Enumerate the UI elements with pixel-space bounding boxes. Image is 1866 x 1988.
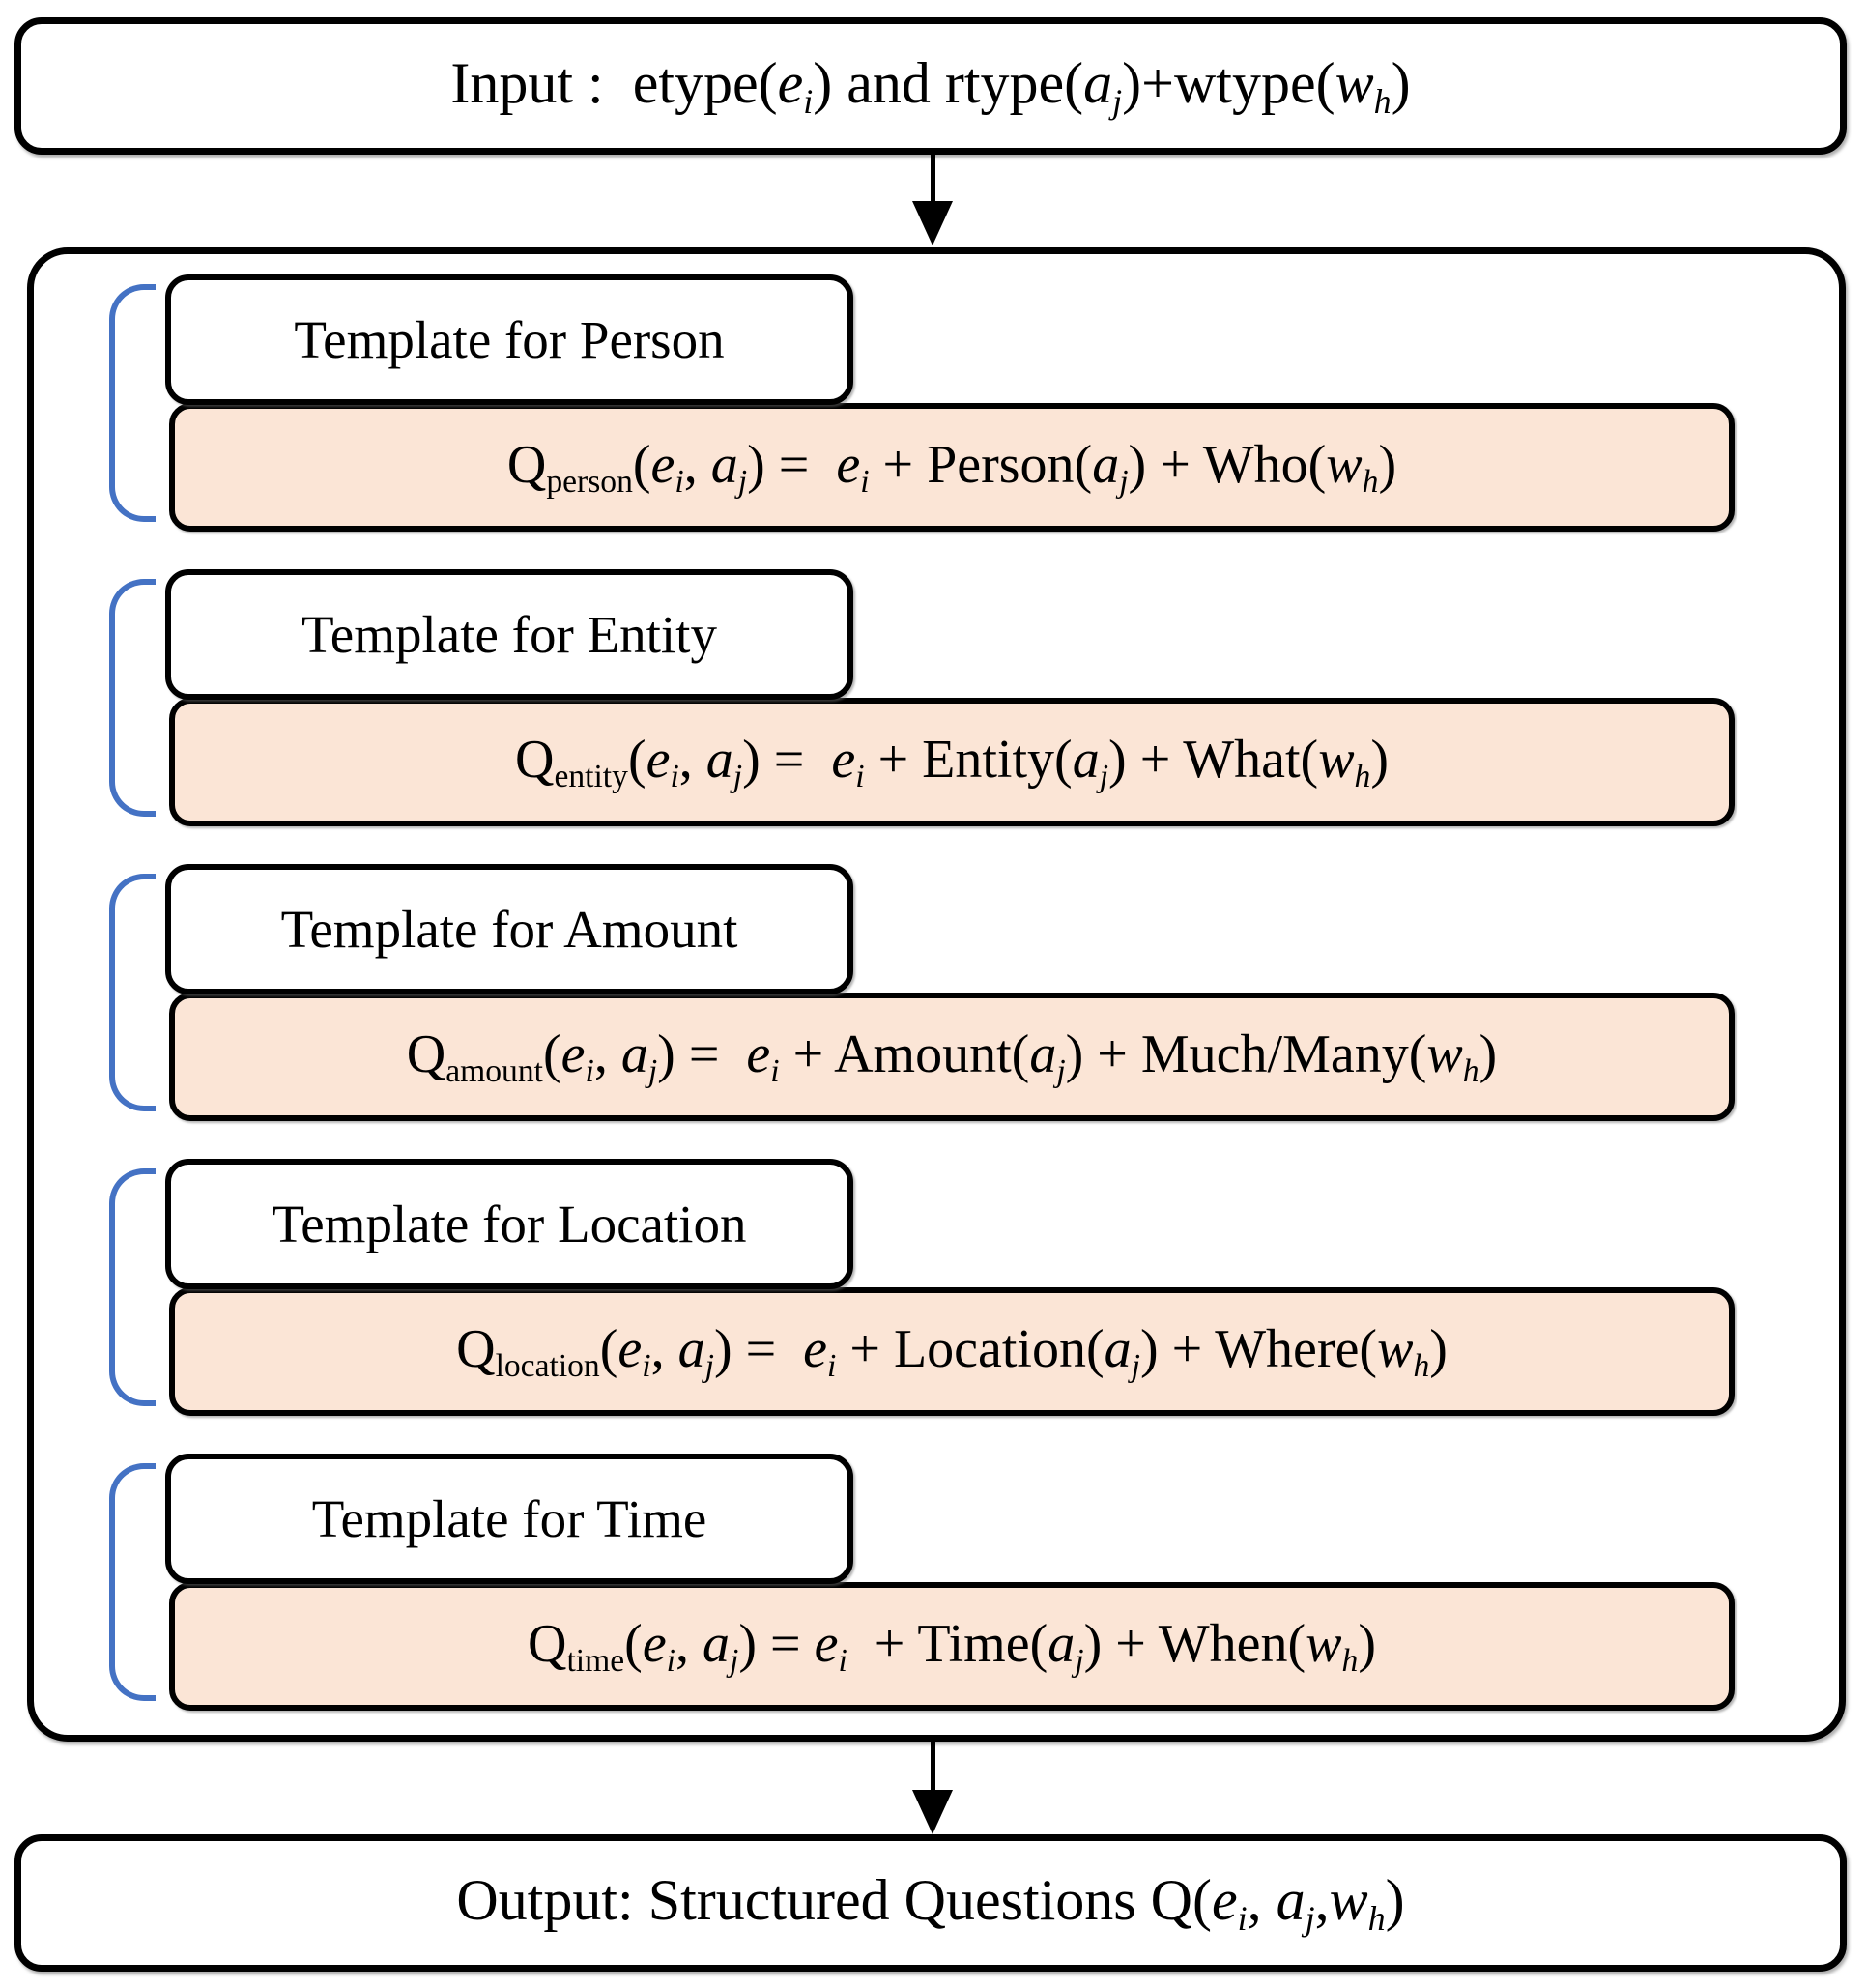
formula-text: Qlocation(ei, aj) = ei + Location(aj) + … bbox=[456, 1318, 1448, 1385]
template-label: Template for Amount bbox=[280, 900, 738, 959]
template-label-box: Template for Amount bbox=[165, 864, 853, 994]
formula-box: Qlocation(ei, aj) = ei + Location(aj) + … bbox=[169, 1287, 1735, 1416]
formula-box: Qperson(ei, aj) = ei + Person(aj) + Who(… bbox=[169, 403, 1735, 532]
grouping-bracket-icon bbox=[109, 1463, 156, 1701]
template-pair-entity: Template for Entity Qentity(ei, aj) = ei… bbox=[34, 569, 1839, 826]
template-label-box: Template for Location bbox=[165, 1159, 853, 1289]
formula-box: Qamount(ei, aj) = ei + Amount(aj) + Much… bbox=[169, 993, 1735, 1121]
grouping-bracket-icon bbox=[109, 874, 156, 1111]
arrow-down-icon bbox=[912, 201, 953, 245]
formula-box: Qtime(ei, aj) = ei + Time(aj) + When(wh) bbox=[169, 1582, 1735, 1711]
output-box-text: Output: Structured Questions Q(ei, aj,wh… bbox=[456, 1868, 1405, 1938]
formula-text: Qperson(ei, aj) = ei + Person(aj) + Who(… bbox=[506, 434, 1397, 501]
template-pair-amount: Template for Amount Qamount(ei, aj) = ei… bbox=[34, 864, 1839, 1121]
templates-container: Template for Person Qperson(ei, aj) = ei… bbox=[27, 247, 1846, 1742]
template-label-box: Template for Entity bbox=[165, 569, 853, 700]
arrow-line bbox=[931, 1739, 935, 1795]
template-label-box: Template for Time bbox=[165, 1454, 853, 1584]
formula-text: Qamount(ei, aj) = ei + Amount(aj) + Much… bbox=[406, 1023, 1498, 1090]
template-label: Template for Time bbox=[311, 1489, 707, 1548]
input-box: Input : etype(ei) and rtype(aj)+wtype(wh… bbox=[14, 17, 1847, 155]
grouping-bracket-icon bbox=[109, 579, 156, 817]
formula-text: Qtime(ei, aj) = ei + Time(aj) + When(wh) bbox=[528, 1613, 1376, 1680]
arrow-down-icon bbox=[912, 1790, 953, 1834]
template-pair-person: Template for Person Qperson(ei, aj) = ei… bbox=[34, 274, 1839, 532]
template-pair-time: Template for Time Qtime(ei, aj) = ei + T… bbox=[34, 1454, 1839, 1711]
grouping-bracket-icon bbox=[109, 1168, 156, 1406]
input-box-text: Input : etype(ei) and rtype(aj)+wtype(wh… bbox=[450, 51, 1411, 121]
arrow-line bbox=[931, 151, 935, 207]
template-label-box: Template for Person bbox=[165, 274, 853, 405]
formula-box: Qentity(ei, aj) = ei + Entity(aj) + What… bbox=[169, 698, 1735, 826]
template-pair-location: Template for Location Qlocation(ei, aj) … bbox=[34, 1159, 1839, 1416]
output-box: Output: Structured Questions Q(ei, aj,wh… bbox=[14, 1834, 1847, 1972]
template-label: Template for Location bbox=[272, 1195, 747, 1253]
template-label: Template for Entity bbox=[301, 605, 717, 664]
grouping-bracket-icon bbox=[109, 284, 156, 522]
formula-text: Qentity(ei, aj) = ei + Entity(aj) + What… bbox=[515, 729, 1389, 795]
template-label: Template for Person bbox=[294, 310, 725, 369]
